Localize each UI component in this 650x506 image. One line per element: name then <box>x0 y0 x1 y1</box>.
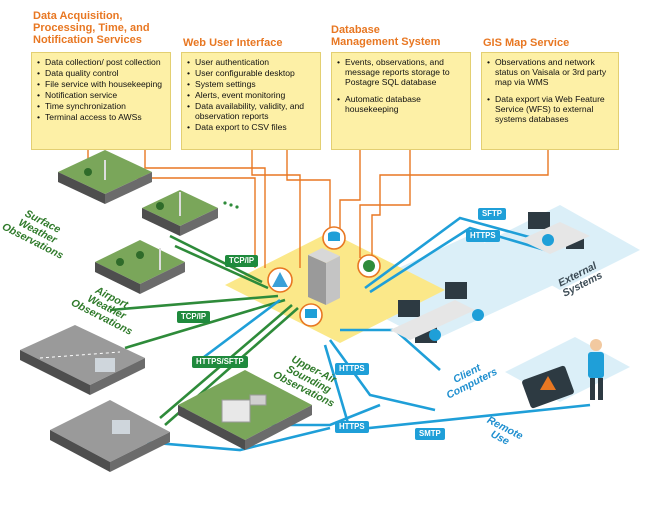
database-box: Events, observations, and message report… <box>331 52 471 150</box>
external-workstation <box>520 212 590 254</box>
gis-box: Observations and network status on Vaisa… <box>481 52 619 150</box>
web-ui-item: Data availability, validity, and observa… <box>187 101 316 121</box>
surface-weather-site <box>58 150 239 294</box>
tcpip-tag-upper: TCP/IP <box>225 255 259 267</box>
server-rack <box>308 248 340 305</box>
smtp-tag: SMTP <box>415 428 445 440</box>
database-title: Database Management System <box>331 24 440 48</box>
https-client-tag: HTTPS <box>335 363 369 375</box>
acquisition-item: Terminal access to AWSs <box>37 112 166 122</box>
green-network-lines <box>109 234 299 426</box>
remote-use <box>522 339 604 409</box>
https-upper-air-tag: HTTPS <box>335 421 369 433</box>
web-ui-item: System settings <box>187 79 316 89</box>
acquisition-title-line: Notification Services <box>33 34 142 46</box>
tcpip-tag-lower: TCP/IP <box>177 311 211 323</box>
web-ui-title-line: Web User Interface <box>183 37 283 49</box>
acquisition-item: Notification service <box>37 90 166 100</box>
sftp-tag: SFTP <box>478 208 506 220</box>
web-ui-item: Data export to CSV files <box>187 122 316 132</box>
web-ui-item: User configurable desktop <box>187 68 316 78</box>
acquisition-title-line: Data Acquisition, <box>33 10 123 22</box>
acquisition-item: Data collection/ post collection <box>37 57 166 67</box>
database-title-line: Database <box>331 24 380 36</box>
web-ui-title: Web User Interface <box>183 37 282 49</box>
database-title-line: Management System <box>331 36 441 48</box>
service-icons <box>267 226 381 327</box>
gis-title: GIS Map Service <box>483 37 569 49</box>
airport-site <box>20 325 170 472</box>
client-workstations <box>390 282 484 343</box>
gis-title-line: GIS Map Service <box>483 37 570 49</box>
database-item: Events, observations, and message report… <box>337 57 466 87</box>
https-external-tag: HTTPS <box>466 230 500 242</box>
gis-item: Observations and network status on Vaisa… <box>487 57 614 87</box>
web-ui-item: Alerts, event monitoring <box>187 90 316 100</box>
acquisition-box: Data collection/ post collection Data qu… <box>31 52 171 150</box>
acquisition-title-line: Processing, Time, and <box>33 22 150 34</box>
acquisition-title: Data Acquisition, Processing, Time, and … <box>33 10 150 46</box>
acquisition-item: File service with housekeeping <box>37 79 166 89</box>
web-ui-box: User authentication User configurable de… <box>181 52 321 150</box>
acquisition-item: Time synchronization <box>37 101 166 111</box>
upper-air-site <box>178 370 312 450</box>
database-item: Automatic database housekeeping <box>337 94 466 114</box>
web-ui-item: User authentication <box>187 57 316 67</box>
https-sftp-tag: HTTPS/SFTP <box>192 356 248 368</box>
gis-item: Data export via Web Feature Service (WFS… <box>487 94 614 124</box>
acquisition-item: Data quality control <box>37 68 166 78</box>
